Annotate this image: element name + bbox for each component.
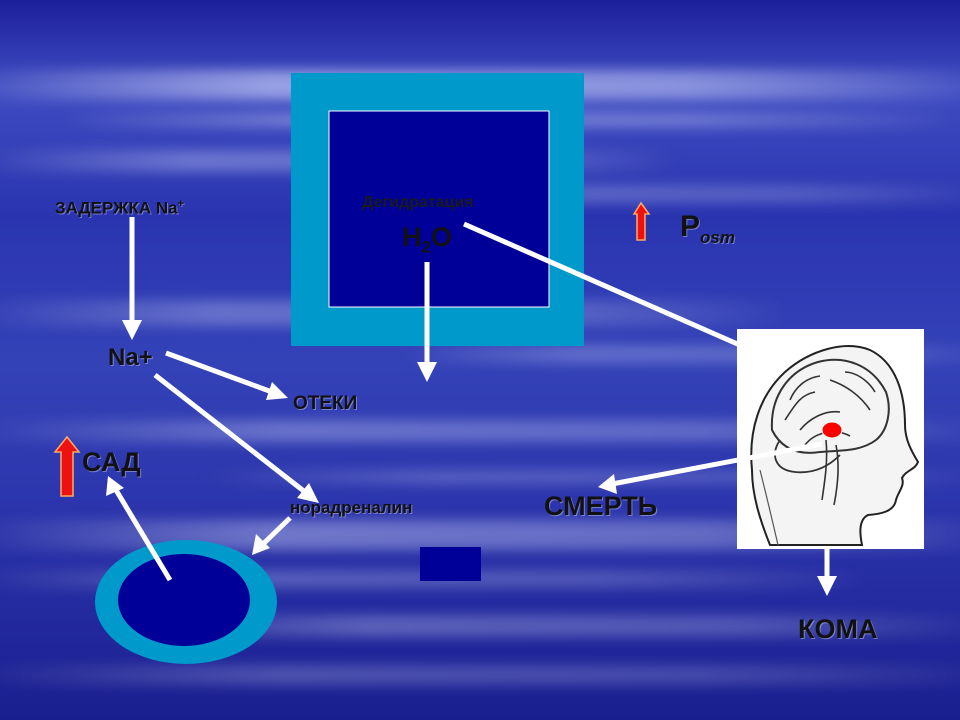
small-dark-block: [420, 547, 481, 581]
white-arrows: [106, 217, 837, 596]
arrow-water-to-brain: [462, 221, 744, 349]
arrow-brain-to-death: [611, 441, 823, 487]
red-marker-dot: [821, 421, 843, 439]
red-up-arrow-icon: [53, 435, 81, 497]
water-formula-label: H2O: [402, 222, 452, 257]
coma-label: КОМА: [798, 614, 878, 644]
red-up-arrow-icon: [632, 201, 651, 241]
blood-pressure-label: САД: [82, 447, 141, 477]
arrow-noradrenaline-to-vessel: [260, 516, 292, 547]
arrow-vessel-to-pressure: [113, 488, 173, 582]
brain-head-profile-icon: [737, 329, 924, 549]
dehydration-square-inner: [328, 110, 550, 308]
edema-label: ОТЕКИ: [293, 393, 358, 414]
dehydration-label: Дегидратация: [362, 194, 474, 211]
sodium-label: Na+: [108, 344, 153, 371]
death-label: СМЕРТЬ: [544, 491, 658, 521]
noradrenaline-label: норадреналин: [290, 498, 413, 517]
vessel-lumen: [118, 554, 250, 646]
sodium-retention-label: ЗАДЕРЖКА Na+: [55, 198, 185, 218]
arrow-sodium-to-edema: [165, 350, 273, 395]
osmotic-pressure-label: Posm: [680, 210, 735, 247]
arrow-sodium-to-noradrenaline: [153, 373, 307, 494]
